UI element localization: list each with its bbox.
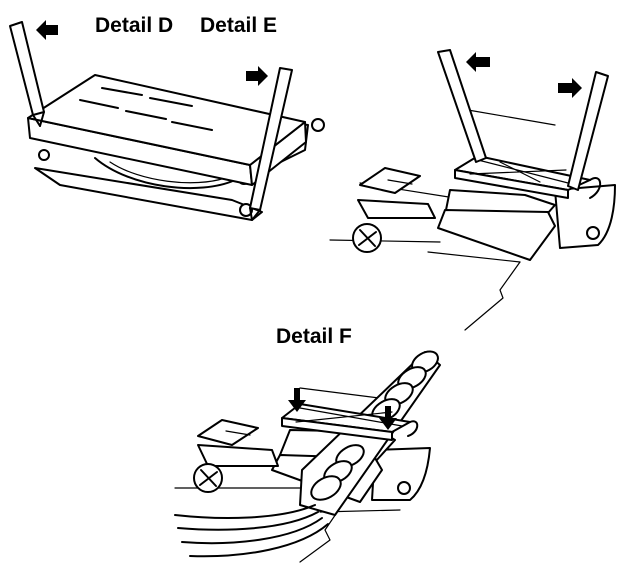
arrow-right-icon (246, 66, 268, 86)
break-line (464, 261, 521, 331)
connector-lid (27, 74, 306, 166)
arrow-down-icon (379, 406, 397, 430)
bracket-hole (397, 481, 411, 495)
screw-block (197, 444, 279, 467)
arrow-left-icon (36, 20, 58, 40)
connector-base-plate (34, 167, 263, 221)
wire-bundle (174, 504, 329, 558)
arrow-down-icon (288, 388, 306, 412)
lid-slot (171, 121, 213, 131)
inner-cable-loop (94, 157, 236, 190)
bracket-hole (586, 226, 600, 240)
break-line (299, 507, 341, 563)
mounting-bracket (371, 447, 431, 501)
detail-f-illustration (174, 350, 441, 563)
left-removal-tool (9, 21, 45, 116)
arrow-left-icon (466, 52, 490, 72)
detail-d-label: Detail D (95, 14, 174, 37)
lid-slot (101, 87, 143, 96)
clamp-base (437, 209, 556, 261)
detail-e-label: Detail E (200, 14, 278, 37)
lid-slot (79, 99, 119, 109)
clamp-hook (589, 177, 602, 199)
front-latch (239, 203, 253, 217)
detail-d-illustration (9, 20, 325, 221)
detail-e-illustration (329, 49, 616, 331)
lid-slot (125, 110, 167, 120)
detail-f-label: Detail F (276, 325, 352, 348)
rear-latch (311, 118, 325, 132)
clamp-hook (407, 420, 419, 437)
right-removal-tool (567, 71, 609, 191)
mounting-bracket (554, 184, 616, 249)
arrow-right-icon (558, 78, 582, 98)
left-removal-tool (437, 49, 487, 163)
lid-slot (149, 97, 193, 107)
left-latch (38, 149, 50, 161)
screw-block (357, 199, 436, 219)
